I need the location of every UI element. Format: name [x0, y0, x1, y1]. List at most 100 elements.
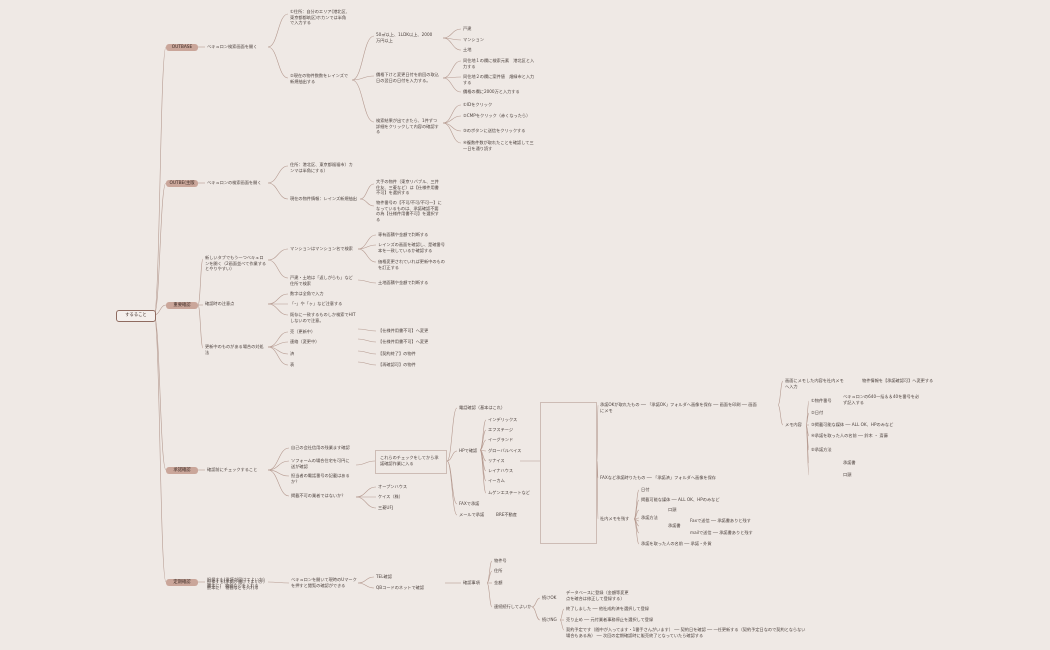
s4-mid[interactable]: これらのチェックをしてから承諾確認作業に入る — [380, 455, 439, 466]
memo-field[interactable]: 口頭 — [843, 472, 852, 477]
hp-site[interactable]: グローバルベイス — [488, 448, 522, 453]
s2-sub[interactable]: 物件番号の【不可/不可/不可一】になっているものは、承諾確認不要の為【仕様件用書… — [376, 200, 442, 222]
vendor[interactable]: 三菱UFJ — [378, 505, 394, 510]
s3-sub[interactable]: 戸建・土地は「返しがらも」など住所で検索 — [290, 275, 353, 286]
s3-node[interactable]: 新しいタブでもう一つベキュロンを開く（2画面並べて作業するとやりやすい） — [205, 255, 267, 272]
s3-leaf[interactable]: 【再確認可】の物件 — [378, 362, 416, 367]
s5-node[interactable]: ベキュロンを開いて現時のUマークを押すと閲覧の確認ができる — [291, 577, 357, 588]
memo-inner[interactable]: 承諾を取った人の名前 ── 承諾・外貨 — [641, 541, 712, 546]
s3-sub[interactable]: 「ｰ」や「ヶ」など注意する — [290, 301, 343, 306]
memo-inner[interactable]: Faxで送信 ── 承諾書ありと残す — [690, 518, 751, 523]
s2-sub[interactable]: 大手の物件（東京リバブル、三井住友、三菱など）は【仕様件用書不可】を選択する — [376, 179, 439, 196]
s1-leaf[interactable]: 價格の欄に2000万と入力する — [463, 89, 520, 94]
memo-field[interactable]: ⑤承諾方法 — [811, 447, 832, 452]
ng-node[interactable]: 続けNG — [542, 617, 557, 622]
s4-node[interactable]: ソフォームの場合住宅を可円に送が確認 — [291, 458, 350, 469]
hp-method[interactable]: FAXで承諾 — [459, 501, 480, 506]
hp-site[interactable]: イーカム — [488, 478, 505, 483]
after-step[interactable]: FAXなど承諾時りたもの ── 「承諾済」フォルダへ画像を保存 — [600, 475, 716, 480]
s3-sub[interactable]: 数字は全角で入力 — [290, 291, 324, 296]
section-title[interactable]: 確認前にチェックすること — [207, 467, 258, 472]
s4-node[interactable]: 担当者の電話番号の記載はあるか？ — [291, 473, 350, 484]
ng-item[interactable]: 契約予定です（間中が入ってます・1番手さんがいます） ── 契約日を確認 ── … — [566, 627, 806, 638]
s3-leaf[interactable]: 土地面積や金額で判断する — [378, 280, 429, 285]
memo[interactable]: 画面にメモした内容を社内メモへ入力 — [785, 378, 844, 389]
ng-item[interactable]: 終了しました ── 他社成約済を選択して登録 — [566, 606, 649, 611]
hp-site[interactable]: エフステージ — [488, 427, 514, 432]
s3-sub[interactable]: 済 — [290, 351, 295, 356]
hp-site[interactable]: ムゲンエステートなど — [488, 490, 530, 495]
memo-field[interactable]: ④承諾を取った人の名前 ── 鈴木 ・ 斎藤 — [811, 433, 888, 438]
memo-field[interactable]: ③掲載可能な媒体 ── ALL OK、HPのみなど — [811, 422, 894, 427]
memo-inner[interactable]: 日付 — [641, 487, 650, 492]
memo-note[interactable]: ベキュロンの640一括＆＆40を番号を必ず記入する — [843, 394, 920, 405]
ok-node[interactable]: 続けOK — [542, 595, 557, 600]
s1-sub[interactable]: 検索結果が出てきたら、1件ずつ詳細をクリックして内容の確認する — [376, 118, 439, 135]
s1-leaf[interactable]: ①IDをクリック — [463, 102, 493, 107]
s3-sub[interactable]: マンションはマンション名で検索 — [290, 246, 353, 251]
s3-node[interactable]: 更新中のものがある場合の対処法 — [205, 344, 264, 355]
memo[interactable]: メモ内容 — [785, 422, 802, 427]
hp-site[interactable]: リナイス — [488, 458, 505, 463]
s4-node[interactable]: 自己の会社信用の残業ます確認 — [291, 445, 350, 450]
section-chip[interactable]: 定期確認 — [166, 578, 198, 586]
section-chip[interactable]: OUTBASE — [166, 43, 198, 51]
vendor[interactable]: オープンハウス — [378, 484, 408, 489]
memo-field[interactable]: ①物件番号 — [811, 398, 832, 403]
memo-note[interactable]: 物件情報を【承諾確認可】へ変更する — [862, 378, 934, 383]
s2-node[interactable]: 現在の物件情報：レインズ新規抽出 — [290, 196, 357, 201]
s3-sub[interactable]: 売（更新中） — [290, 329, 316, 334]
after-step[interactable]: 社内メモを残す — [600, 516, 630, 521]
s3-sub[interactable]: 表 — [290, 362, 295, 367]
confirm-node[interactable]: 確認事項 — [463, 580, 480, 585]
s5-title[interactable]: 担保すも(承諾が届けてよいか）謄本に！ 物価などを入れる — [207, 577, 268, 588]
section-chip[interactable]: 重要確認 — [166, 301, 198, 309]
hp-site[interactable]: レイナハウス — [488, 468, 514, 473]
s1-leaf[interactable]: ③のボタンに送信をクリックする — [463, 128, 526, 133]
s3-leaf[interactable]: 【仕様件用書不可】へ変更 — [378, 328, 429, 333]
section-title[interactable]: ベキュロンの検索画面を開く — [207, 180, 262, 185]
memo-inner[interactable]: 承諾書 — [668, 523, 681, 528]
section-chip[interactable]: OUTBE(主版 — [166, 179, 198, 187]
s3-sub[interactable]: 既存に一致するものしか検索でHITしないので注意。 — [290, 312, 356, 323]
s1-leaf[interactable]: 同住地１の欄に検索元素 港北区と入力する — [463, 58, 535, 69]
ng-item[interactable]: 売り止め ── 元付業者事務停止を選択して登録 — [566, 617, 654, 622]
s3-leaf[interactable]: 【契約終了】の物件 — [378, 351, 416, 356]
s5-sub[interactable]: QBコードのネットで確認 — [376, 585, 425, 590]
s3-leaf[interactable]: 専有面積や金額で判断する — [378, 232, 429, 237]
s3-node[interactable]: 確認時の注意点 — [205, 301, 235, 306]
s1-leaf[interactable]: ④複数件数が取れたことを確認して三一日を通り読す — [463, 140, 534, 151]
hp-method[interactable]: HPで確認 — [459, 448, 478, 453]
confirm-item[interactable]: 連続続行してよいか — [494, 604, 532, 609]
memo-field[interactable]: 承諾書 — [843, 460, 856, 465]
s1-sub[interactable]: 價格下けと変更日付を前回の取込日の翌日の日付を入力する。 — [376, 72, 439, 83]
vendor[interactable]: ケイス（株） — [378, 494, 403, 499]
s1-leaf[interactable]: ②CMPをクリック（赤くなったら） — [463, 113, 531, 118]
s1-leaf[interactable]: 戸建 — [463, 26, 472, 31]
s3-leaf[interactable]: 価格変更されていれば更新中のものを訂正する — [378, 259, 445, 270]
hp-method[interactable]: 電話確認（基本はこれ） — [459, 405, 506, 410]
hp-site[interactable]: イーグランド — [488, 437, 514, 442]
memo-inner[interactable]: mailで送信 ── 承諾書ありと残す — [690, 530, 753, 535]
s1-sub[interactable]: 50㎡以上、1LDK以上、2000万円以上 — [376, 32, 433, 43]
after-step[interactable]: 承諾OKが取れたもの ── 「承諾OK」フォルダへ画像を保存 ── 画面を印刷 … — [600, 402, 757, 413]
s1-leaf[interactable]: 土地 — [463, 47, 472, 52]
ok-desc[interactable]: データベースに登録（金額等変更点を確合は修正して登録する） — [566, 590, 629, 601]
s1-leaf[interactable]: 同住地２の欄に案件値 畑緑市と入力する — [463, 74, 535, 85]
hp-site[interactable]: インデリックス — [488, 417, 518, 422]
memo-inner[interactable]: 承諾方法 — [641, 515, 658, 520]
root-node[interactable]: するること — [116, 310, 156, 322]
memo-field[interactable]: ②日付 — [811, 410, 824, 415]
s3-leaf[interactable]: レインズの画面を確認し、是確番号本を一致しているか確認する — [378, 242, 445, 253]
hp-method[interactable]: メールで承諾 — [459, 512, 485, 517]
s3-leaf[interactable]: 【仕様件用書不可】へ変更 — [378, 339, 429, 344]
confirm-item[interactable]: 住所 — [494, 568, 503, 573]
s3-sub[interactable]: 連絡（変更中） — [290, 339, 320, 344]
section-title[interactable]: 担保すも(承諾が届けてよいか）謄本に！ 物価などを入れる — [207, 579, 266, 590]
memo-inner[interactable]: 口頭 — [668, 507, 677, 512]
memo-inner[interactable]: 掲載可能な媒体 ── ALL OK、HPのみなど — [641, 497, 720, 502]
s1-node[interactable]: ②現在の物件数数をレインズで新規抽出する — [290, 73, 349, 84]
s2-node[interactable]: 住所：港北区、東京都福福市）カンマは半角にする） — [290, 162, 353, 173]
s4-node[interactable]: 掲載不可の業者ではないか？ — [291, 493, 346, 498]
section-title[interactable]: ベキュロン検索画面を開く — [207, 44, 258, 49]
